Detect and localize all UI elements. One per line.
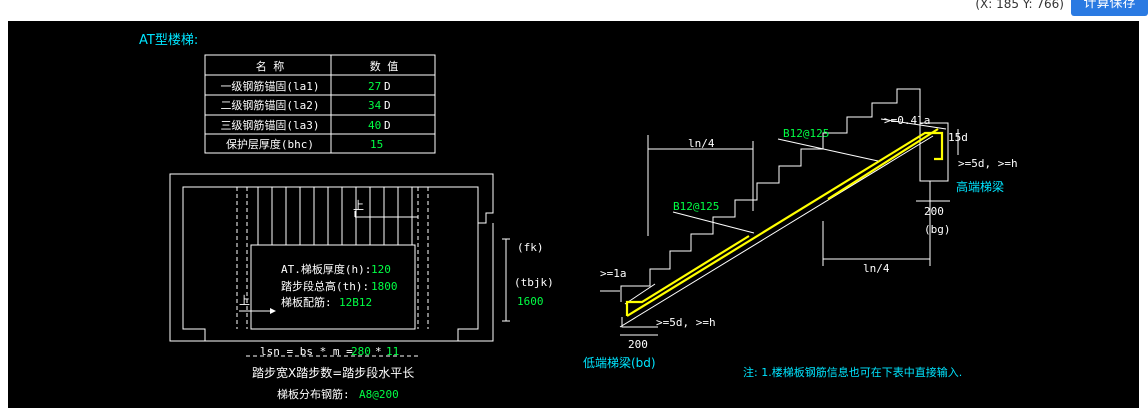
note-text: 注: 1.楼梯板钢筋信息也可在下表中直接输入.	[743, 365, 962, 379]
dim-200-right: 200	[924, 205, 944, 218]
low-beam-outline	[621, 317, 658, 328]
anchor-top-label: >=0.4la	[884, 114, 930, 127]
stair-plan-view: 上 上 AT.梯板厚度(h): 120 踏步段总高(th): 1800 梯板配筋…	[169, 173, 554, 401]
top-rebar-label: B12@125	[783, 127, 829, 140]
plan-wall-outline	[169, 173, 494, 342]
drawing-title: AT型楼梯:	[139, 33, 198, 48]
height-value: 1800	[371, 280, 398, 293]
bg-label: (bg)	[924, 223, 951, 236]
up-label: 上	[239, 294, 250, 307]
anchorage-table: 名 称 数 值 一级钢筋锚固(la1) 27 D 二级钢筋锚固(la2) 34 …	[204, 54, 436, 154]
coordinate-readout: (X: 185 Y: 766)	[975, 0, 1064, 11]
lsn-bs: 280	[351, 345, 371, 358]
table-row-value: 15	[370, 138, 383, 151]
table-row-value: 27	[368, 80, 381, 93]
distribution-value: A8@200	[359, 388, 399, 401]
low-end-beam-label: 低端梯梁(bd)	[583, 355, 656, 370]
rebar-value: 12B12	[339, 296, 372, 309]
table-row-name: 二级钢筋锚固(la2)	[220, 98, 319, 112]
distribution-label: 梯板分布钢筋:	[277, 387, 350, 401]
min-5d-top: >=5d, >=h	[958, 157, 1018, 170]
up-label: 上	[353, 199, 364, 212]
lsn-label: lsn = bs * m =	[260, 345, 353, 358]
table-row-name: 保护层厚度(bhc)	[226, 137, 314, 151]
table-header-name: 名 称	[256, 59, 285, 73]
stair-treads	[257, 187, 413, 245]
table-row-unit: D	[384, 80, 391, 93]
tbjk-value: 1600	[517, 295, 544, 308]
lsn-times: *	[375, 345, 382, 358]
top-rebar	[827, 128, 939, 200]
stair-slab-bottom	[619, 135, 934, 328]
bottom-rebar	[625, 235, 750, 316]
ln4-top: ln/4	[688, 137, 715, 150]
ln4-bottom: ln/4	[863, 262, 890, 275]
height-label: 踏步段总高(th):	[281, 279, 369, 293]
tbjk-label: (tbjk)	[514, 276, 554, 289]
high-end-beam-label: 高端梯梁	[956, 179, 1004, 194]
min-5d-bottom: >=5d, >=h	[656, 316, 716, 329]
formula-text: 踏步宽X踏步数=踏步段水平长	[252, 365, 414, 380]
table-row-unit: D	[384, 119, 391, 132]
table-row-name: 三级钢筋锚固(la3)	[220, 118, 319, 132]
arrow-head	[270, 308, 276, 314]
landing-box	[250, 244, 416, 330]
thickness-label: AT.梯板厚度(h):	[281, 262, 371, 276]
stair-drawing-canvas: AT型楼梯: 名 称 数 值 一级钢筋锚固(la1) 27 D 二级钢筋锚固(l…	[8, 21, 1139, 408]
stair-section-view: ln/4 ln/4 B12@125 B12@125 >=0.4la 15d >=…	[583, 88, 1018, 379]
table-row-name: 一级钢筋锚固(la1)	[220, 79, 319, 93]
calculate-save-button[interactable]: 计算保存	[1071, 0, 1148, 16]
la-label: >=1a	[600, 267, 627, 280]
plan-wall-right	[457, 223, 494, 342]
table-header-value: 数 值	[370, 60, 399, 73]
mid-rebar-label: B12@125	[673, 200, 719, 213]
rebar-label: 梯板配筋:	[281, 295, 332, 309]
table-border	[204, 54, 436, 154]
dim-200-left: 200	[628, 338, 648, 351]
fk-label: (fk)	[517, 241, 544, 254]
stair-drawing: AT型楼梯: 名 称 数 值 一级钢筋锚固(la1) 27 D 二级钢筋锚固(l…	[139, 33, 1018, 401]
thickness-value: 120	[371, 263, 391, 276]
table-row-value: 34	[368, 99, 382, 112]
lsn-m: 11	[386, 345, 399, 358]
high-beam-outline	[919, 122, 949, 182]
stair-step-profile	[620, 88, 921, 302]
top-toolbar: (X: 185 Y: 766) 计算保存	[0, 0, 1148, 20]
table-row-unit: D	[384, 99, 391, 112]
table-row-value: 40	[368, 119, 381, 132]
main-rebar	[626, 131, 944, 317]
